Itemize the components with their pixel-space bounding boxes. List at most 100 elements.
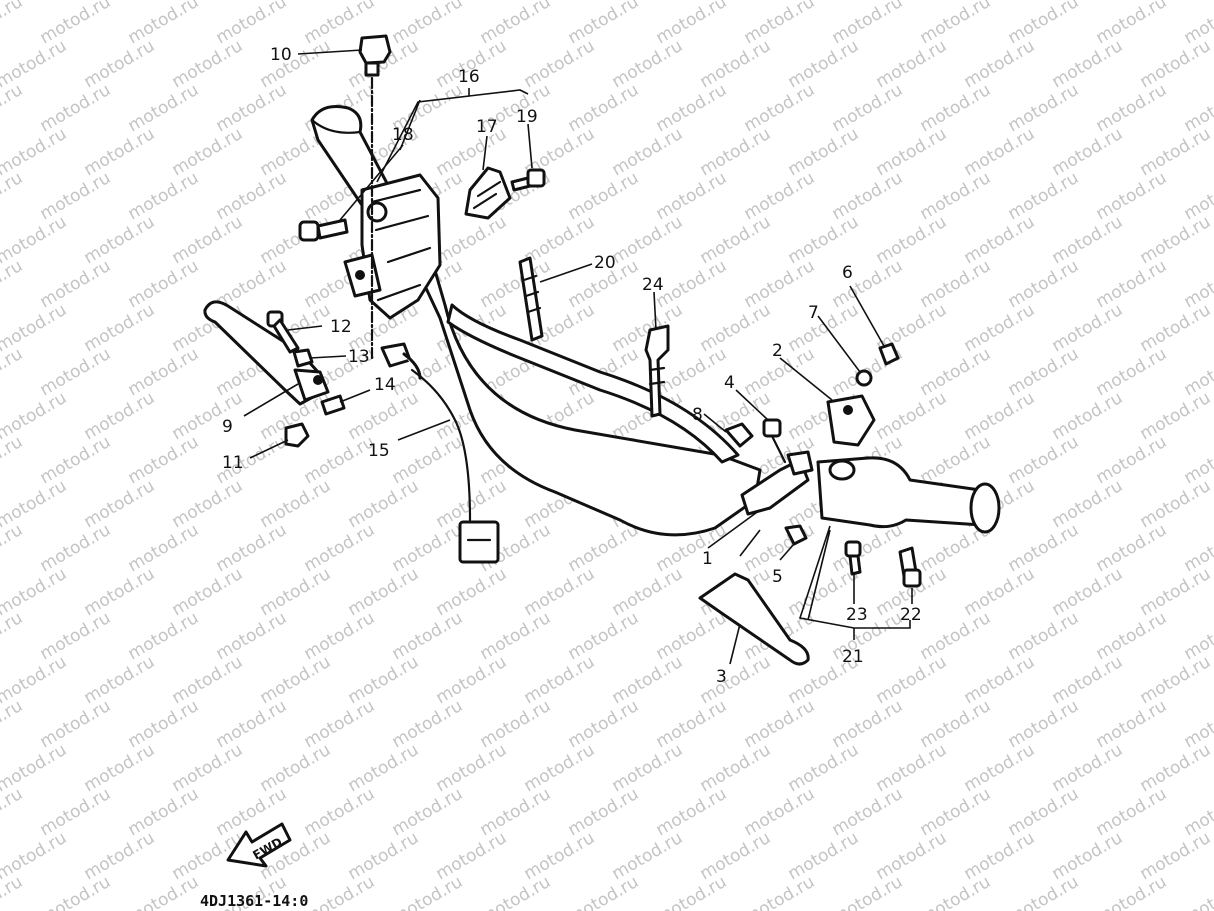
watermark-text: motod.ru [565, 696, 643, 752]
watermark-text: motod.ru [257, 476, 335, 532]
watermark-text: motod.ru [1049, 740, 1127, 796]
watermark-text: motod.ru [1093, 872, 1171, 911]
brake-lever [698, 572, 810, 666]
watermark-text: motod.ru [345, 564, 423, 620]
watermark-text: motod.ru [873, 212, 951, 268]
watermark-text: motod.ru [829, 0, 907, 48]
watermark-text: motod.ru [961, 564, 1039, 620]
watermark-text: motod.ru [0, 0, 26, 48]
watermark-text: motod.ru [257, 564, 335, 620]
drawing-code: 4DJ1361-14:0 [200, 892, 308, 910]
watermark-text: motod.ru [785, 828, 863, 884]
watermark-text: motod.ru [1137, 476, 1214, 532]
watermark-text: motod.ru [169, 564, 247, 620]
watermark-text: motod.ru [785, 300, 863, 356]
watermark-text: motod.ru [1093, 608, 1171, 664]
watermark-text: motod.ru [125, 872, 203, 911]
watermark-text: motod.ru [433, 212, 511, 268]
watermark-text: motod.ru [213, 520, 291, 576]
watermark-text: motod.ru [433, 564, 511, 620]
watermark-text: motod.ru [653, 0, 731, 48]
watermark-text: motod.ru [0, 168, 26, 224]
watermark-text: motod.ru [433, 652, 511, 708]
watermark-text: motod.ru [609, 36, 687, 92]
watermark-text: motod.ru [1005, 80, 1083, 136]
leader-lines [243, 49, 913, 665]
watermark-text: motod.ru [1093, 344, 1171, 400]
watermark-text: motod.ru [81, 36, 159, 92]
watermark-text: motod.ru [477, 872, 555, 911]
label-part-13: 13 [348, 347, 370, 367]
watermark-text: motod.ru [1137, 828, 1214, 884]
watermark-text: motod.ru [1049, 212, 1127, 268]
watermark-text: motod.ru [125, 608, 203, 664]
watermark-text: motod.ru [389, 432, 467, 488]
watermark-text: motod.ru [961, 124, 1039, 180]
label-part-4: 4 [724, 373, 735, 393]
watermark-text: motod.ru [609, 740, 687, 796]
brake-lever-bracket [740, 450, 814, 516]
watermark-text: motod.ru [741, 784, 819, 840]
watermark-text: motod.ru [81, 124, 159, 180]
watermark-text: motod.ru [785, 36, 863, 92]
watermark-text: motod.ru [81, 212, 159, 268]
part-24 [644, 324, 670, 418]
watermark-text: motod.ru [169, 36, 247, 92]
watermark-text: motod.ru [873, 36, 951, 92]
label-part-1: 1 [702, 549, 713, 569]
watermark-text: motod.ru [1093, 0, 1171, 48]
watermark-text: motod.ru [477, 256, 555, 312]
watermark-text: motod.ru [1137, 36, 1214, 92]
clutch-switch-lead [380, 342, 500, 564]
watermark-text: motod.ru [1137, 652, 1214, 708]
watermark-text: motod.ru [477, 608, 555, 664]
watermark-text: motod.ru [917, 432, 995, 488]
watermark-text: motod.ru [1093, 784, 1171, 840]
watermark-text: motod.ru [0, 520, 26, 576]
screw-part-18 [298, 218, 349, 242]
watermark-text: motod.ru [1093, 696, 1171, 752]
watermark-text: motod.ru [741, 168, 819, 224]
label-part-10: 10 [270, 45, 292, 65]
watermark-text: motod.ru [345, 652, 423, 708]
watermark-text: motod.ru [829, 872, 907, 911]
watermark-text: motod.ru [37, 0, 115, 48]
screw-part-22 [898, 546, 922, 588]
watermark-text: motod.ru [1049, 124, 1127, 180]
watermark-text: motod.ru [301, 784, 379, 840]
watermark-text: motod.ru [1005, 344, 1083, 400]
watermark-text: motod.ru [37, 696, 115, 752]
watermark-text: motod.ru [697, 652, 775, 708]
watermark-text: motod.ru [125, 432, 203, 488]
watermark-text: motod.ru [0, 608, 26, 664]
nut-part-13 [292, 348, 314, 368]
watermark-text: motod.ru [389, 784, 467, 840]
throttle-grip [816, 456, 1001, 534]
watermark-text: motod.ru [1137, 124, 1214, 180]
watermark-text: motod.ru [609, 828, 687, 884]
watermark-text: motod.ru [961, 828, 1039, 884]
clip-part-17 [464, 166, 512, 220]
watermark-text: motod.ru [653, 696, 731, 752]
watermark-text: motod.ru [697, 740, 775, 796]
handlebar [378, 188, 762, 537]
watermark-text: motod.ru [169, 212, 247, 268]
watermark-text: motod.ru [1005, 784, 1083, 840]
watermark-text: motod.ru [81, 476, 159, 532]
watermark-text: motod.ru [873, 652, 951, 708]
watermark-text: motod.ru [37, 344, 115, 400]
watermark-text: motod.ru [873, 124, 951, 180]
label-part-7: 7 [808, 303, 819, 323]
watermark-text: motod.ru [785, 212, 863, 268]
watermark-text: motod.ru [0, 256, 26, 312]
nut-part-5 [784, 524, 808, 546]
watermark-text: motod.ru [961, 36, 1039, 92]
watermark-text: motod.ru [741, 80, 819, 136]
watermark-text: motod.ru [829, 256, 907, 312]
watermark-text: motod.ru [125, 696, 203, 752]
watermark-text: motod.ru [1049, 388, 1127, 444]
watermark-text: motod.ru [213, 696, 291, 752]
watermark-text: motod.ru [961, 300, 1039, 356]
part-20 [518, 256, 544, 342]
watermark-text: motod.ru [37, 872, 115, 911]
